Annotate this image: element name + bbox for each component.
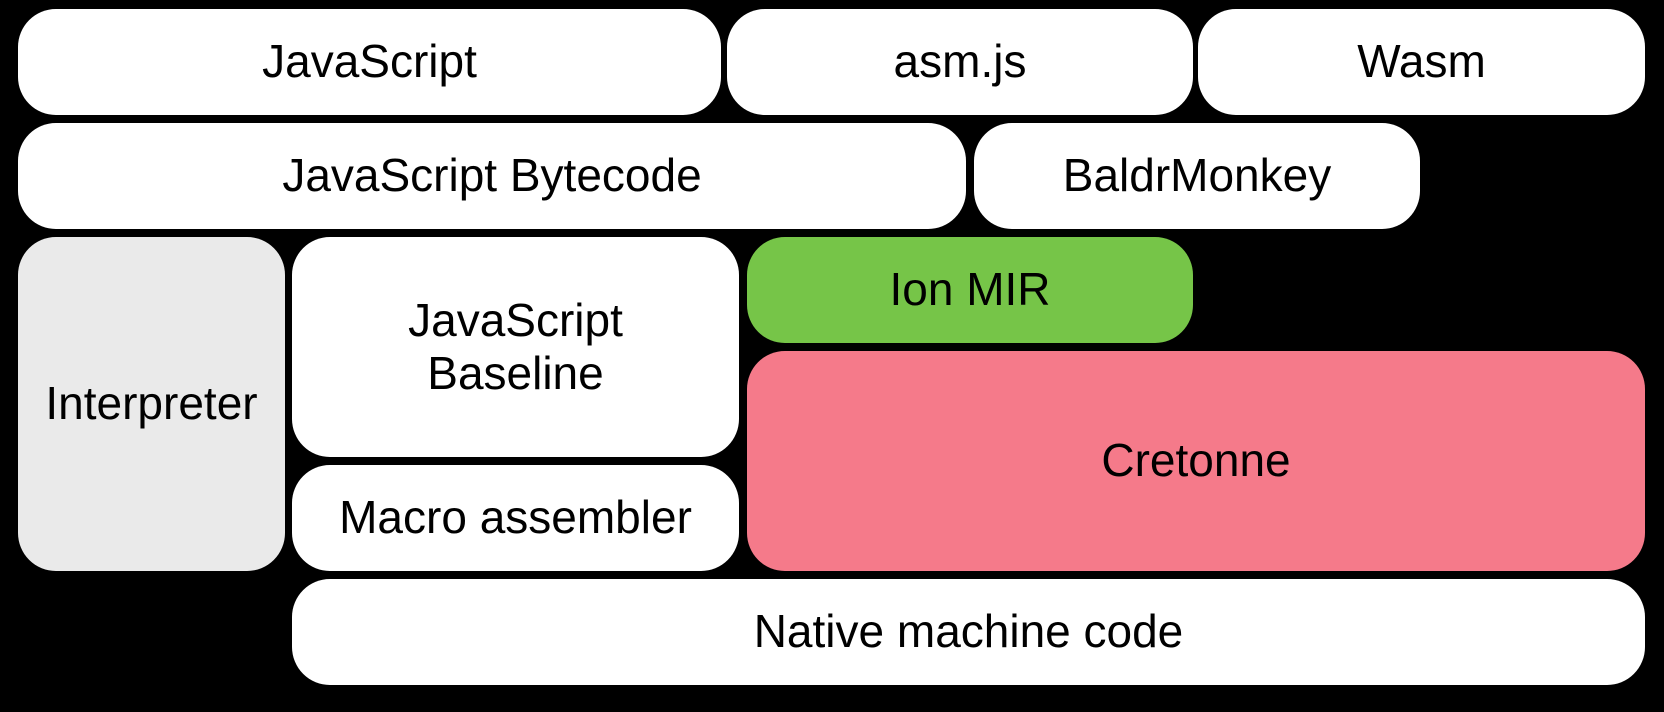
box-baldrmonkey-label: BaldrMonkey [1062, 149, 1332, 202]
box-interpreter-label: Interpreter [45, 377, 258, 430]
box-javascript-bytecode: JavaScript Bytecode [18, 123, 966, 229]
box-javascript-baseline-label: JavaScript Baseline [408, 293, 623, 399]
box-cretonne-label: Cretonne [1101, 434, 1291, 487]
box-javascript: JavaScript [18, 9, 721, 115]
box-macro-assembler-label: Macro assembler [339, 491, 692, 544]
box-macro-assembler: Macro assembler [292, 465, 739, 571]
box-wasm: Wasm [1198, 9, 1645, 115]
box-javascript-bytecode-label: JavaScript Bytecode [282, 149, 702, 202]
box-asmjs: asm.js [727, 9, 1193, 115]
box-javascript-baseline: JavaScript Baseline [292, 237, 739, 457]
box-native-machine-code-label: Native machine code [753, 605, 1184, 658]
box-asmjs-label: asm.js [893, 35, 1027, 88]
box-interpreter: Interpreter [18, 237, 285, 571]
box-javascript-label: JavaScript [262, 35, 477, 88]
box-wasm-label: Wasm [1357, 35, 1486, 88]
box-cretonne: Cretonne [747, 351, 1645, 571]
box-native-machine-code: Native machine code [292, 579, 1645, 685]
box-ion-mir-label: Ion MIR [889, 263, 1051, 316]
box-ion-mir: Ion MIR [747, 237, 1193, 343]
box-baldrmonkey: BaldrMonkey [974, 123, 1420, 229]
